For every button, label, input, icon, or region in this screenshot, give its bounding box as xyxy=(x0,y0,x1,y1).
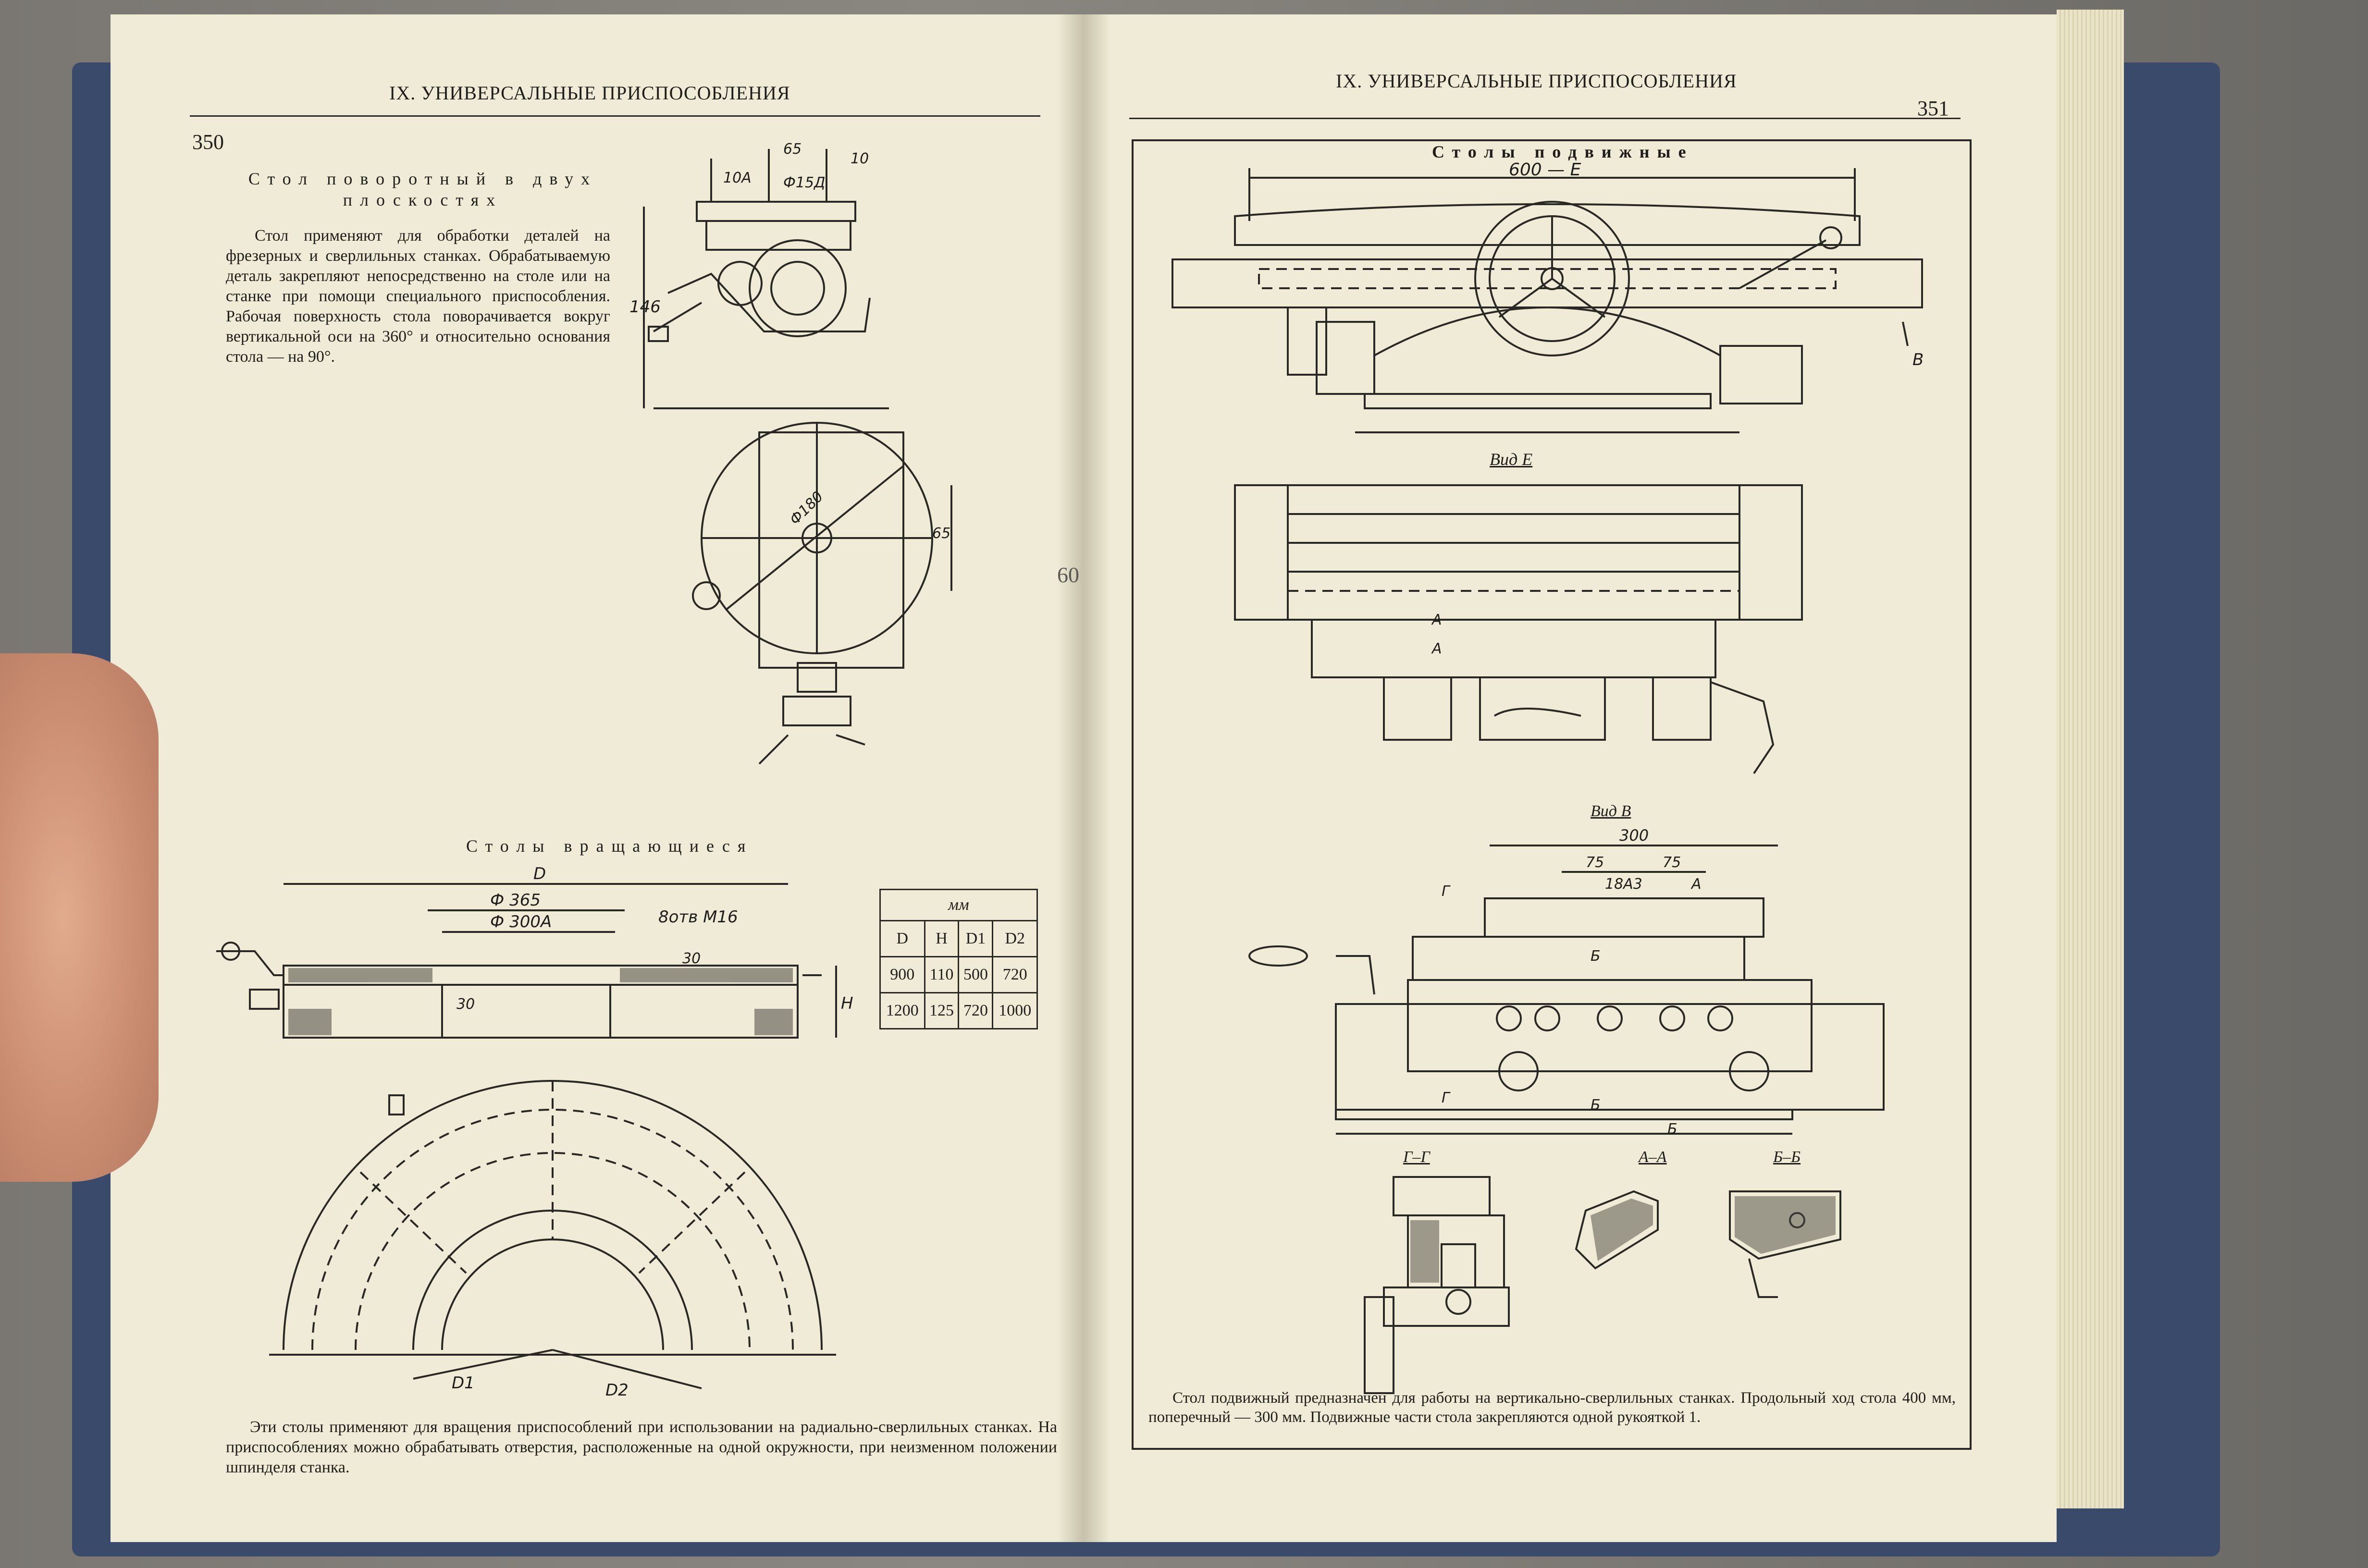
view-e-drawing: А А xyxy=(1230,476,1807,783)
dim-d: D xyxy=(533,864,546,883)
dim-30-inner: 30 xyxy=(456,996,475,1013)
table-header-d2: D2 xyxy=(992,920,1038,957)
left-page-number: 350 xyxy=(192,130,224,154)
dim-d2: D2 xyxy=(605,1381,629,1400)
dim-65-top: 65 xyxy=(783,141,802,158)
mark-b-arrow: Б xyxy=(1667,1121,1677,1138)
mark-b-bottom: Б xyxy=(1591,1097,1601,1114)
rotary-table-plan-drawing: Ф180 65 xyxy=(663,418,961,783)
view-e-mark-a2: А xyxy=(1431,640,1442,657)
rotating-table-section-drawing: D Ф 365 Ф 300А 8отв М16 30 30 H xyxy=(202,864,853,1057)
dim-300: 300 xyxy=(1619,826,1649,845)
table-header-d: D xyxy=(879,920,925,957)
dim-f300a: Ф 300А xyxy=(490,912,552,931)
mark-g-bottom: Г xyxy=(1442,1090,1451,1106)
table-header-h: H xyxy=(924,920,960,957)
dim-f180: Ф180 xyxy=(787,488,827,528)
dim-f15d: Ф15Д xyxy=(783,174,825,191)
right-running-head: IX. УНИВЕРСАЛЬНЫЕ ПРИСПОСОБЛЕНИЯ xyxy=(1336,70,1737,92)
table-cell: 110 xyxy=(924,956,960,993)
table-cell: 1200 xyxy=(879,992,925,1029)
dim-18a3: 18А3 xyxy=(1605,876,1642,893)
right-page xyxy=(1081,14,2057,1542)
table-cell: 500 xyxy=(958,956,994,993)
table-cell: 900 xyxy=(879,956,925,993)
section1-text: Стол применяют для обработки деталей на … xyxy=(226,227,610,366)
dim-holes-m16: 8отв М16 xyxy=(658,907,738,927)
view-b-drawing: 300 75 75 18А3 А Г Б Г Б Б xyxy=(1249,826,1874,1138)
right-section-title: Столы подвижные xyxy=(1432,142,1694,161)
section-a-a-label: А–А xyxy=(1639,1148,1667,1166)
dimensions-table: мм D H D1 D2 900 110 500 720 1200 125 72… xyxy=(879,889,1038,1029)
page-edges xyxy=(2057,10,2124,1508)
table-unit: мм xyxy=(879,889,1038,921)
section-b-b-label: Б–Б xyxy=(1773,1148,1801,1166)
right-caption: Стол подвижный предназначен для работы н… xyxy=(1148,1389,1956,1426)
view-e-mark-a1: А xyxy=(1431,612,1442,628)
sections-drawing xyxy=(1365,1172,1869,1403)
left-running-head: IX. УНИВЕРСАЛЬНЫЕ ПРИСПОСОБЛЕНИЯ xyxy=(389,82,790,104)
mark-b-top: Б xyxy=(1591,948,1601,965)
section1-title: Стол поворотный в двух плоскостях xyxy=(248,169,598,209)
table-cell: 1000 xyxy=(992,992,1038,1029)
view-e-label: Вид Е xyxy=(1490,450,1533,469)
dim-65-side: 65 xyxy=(932,525,950,542)
view-b-label: Вид В xyxy=(1591,802,1631,820)
dim-f365: Ф 365 xyxy=(490,891,541,910)
table-cell: 720 xyxy=(992,956,1038,993)
dim-146: 146 xyxy=(629,297,661,317)
section2-title: Столы вращающиеся xyxy=(466,836,753,856)
section-g-g-label: Г–Г xyxy=(1403,1148,1430,1166)
dim-75-left: 75 xyxy=(1586,854,1604,871)
table-header-d1: D1 xyxy=(958,920,994,957)
arrow-label-v: В xyxy=(1912,350,1924,369)
dim-10-top: 10 xyxy=(851,150,869,167)
rotary-table-side-drawing: 10А 65 Ф15Д 10 146 xyxy=(629,141,927,408)
mark-g-top: Г xyxy=(1442,883,1451,900)
table-row: 900 110 500 720 xyxy=(879,956,1038,993)
figure-frame xyxy=(1132,139,1972,1450)
bleed-number: 60 xyxy=(1057,563,1079,587)
right-page-number: 351 xyxy=(1917,97,1949,120)
table-cell: 125 xyxy=(924,992,960,1029)
dim-30-top: 30 xyxy=(682,950,701,967)
book-gutter xyxy=(1057,14,1110,1542)
sliding-table-front-drawing: 600 — Е В xyxy=(1163,160,1924,461)
table-cell: 720 xyxy=(958,992,994,1029)
dim-h: H xyxy=(841,994,853,1013)
left-head-rule xyxy=(190,115,1040,117)
holding-thumb xyxy=(0,653,159,1182)
left-page xyxy=(111,14,1081,1542)
table-row: 1200 125 720 1000 xyxy=(879,992,1038,1029)
rotating-table-plan-drawing: D1 D2 xyxy=(269,1081,836,1400)
mark-a-view-b: А xyxy=(1690,876,1702,893)
right-head-rule xyxy=(1129,118,1961,119)
dim-d1: D1 xyxy=(452,1373,475,1393)
dim-75-right: 75 xyxy=(1663,854,1681,871)
dim-10a: 10А xyxy=(723,170,752,186)
section2-text: Эти столы применяют для вращения приспос… xyxy=(226,1418,1057,1476)
dim-600-e: 600 — Е xyxy=(1509,160,1581,180)
